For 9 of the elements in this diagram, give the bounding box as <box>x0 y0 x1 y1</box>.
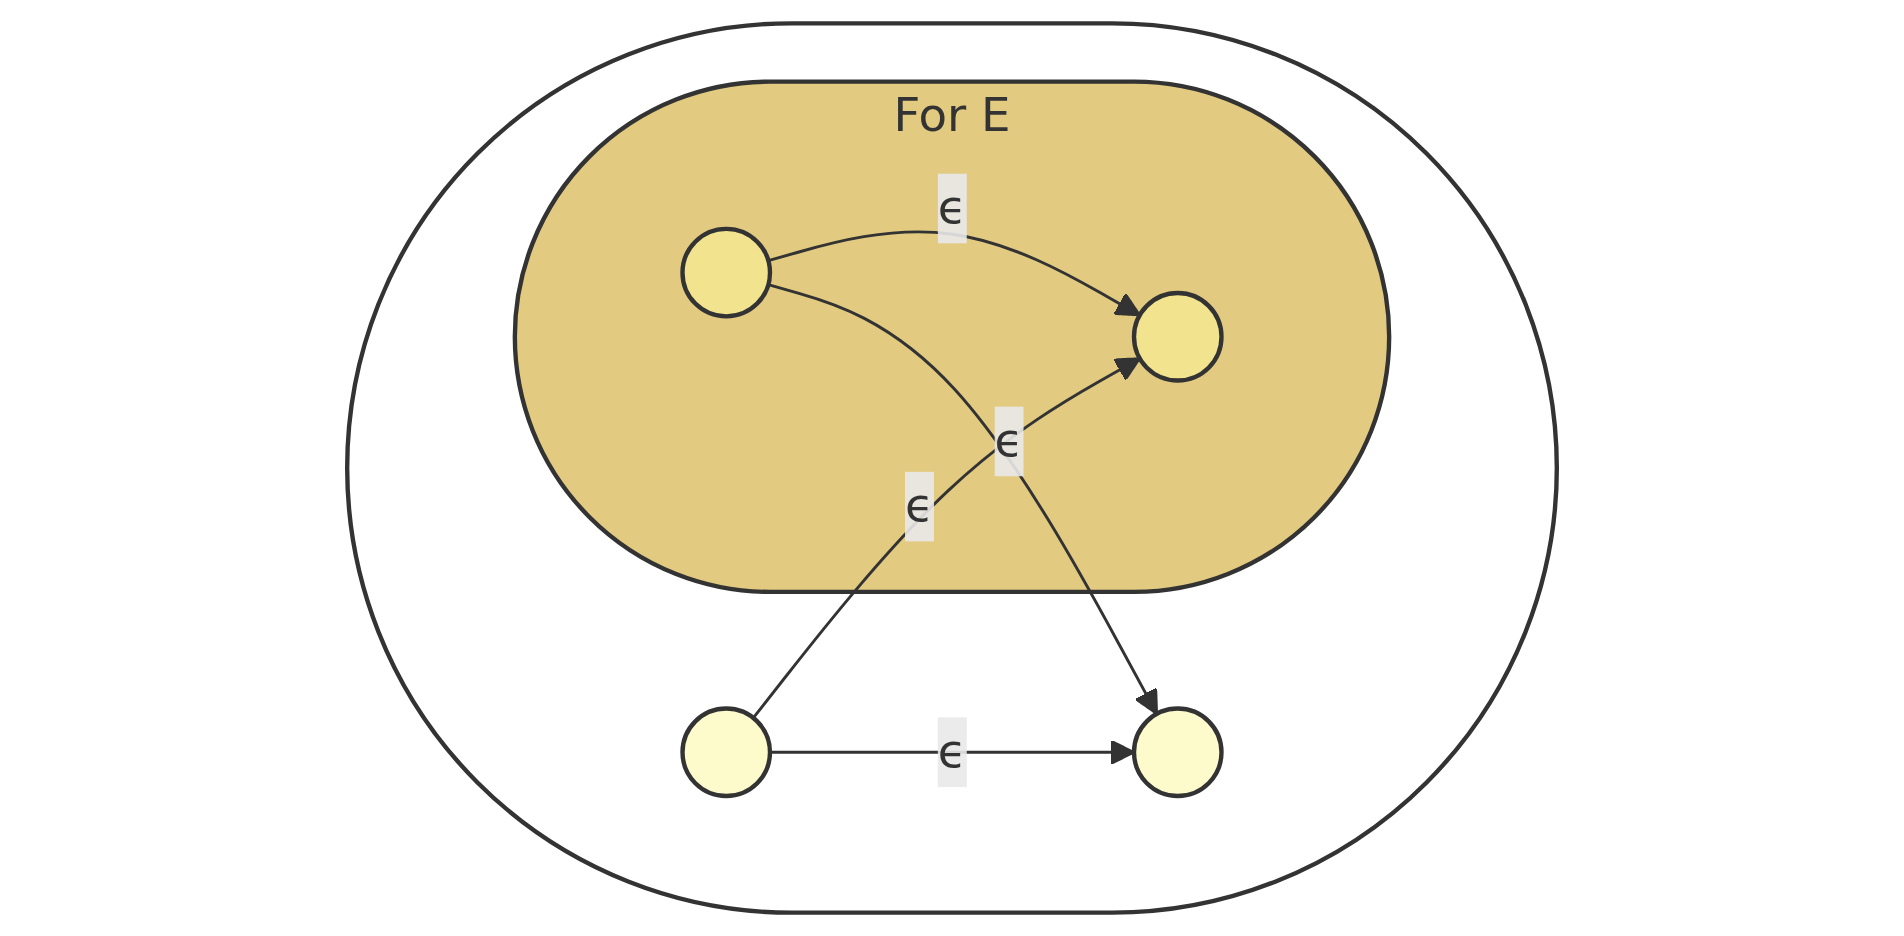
node-circle <box>680 706 773 799</box>
edge-label: ϵ <box>937 179 967 235</box>
edge-label: ϵ <box>937 723 967 779</box>
edge-label: ϵ <box>994 412 1024 468</box>
edge-label: ϵ <box>905 477 934 533</box>
node-circle <box>1131 706 1224 799</box>
node-circle <box>680 226 773 319</box>
node-circle <box>1131 290 1224 383</box>
arrow <box>752 357 1141 719</box>
